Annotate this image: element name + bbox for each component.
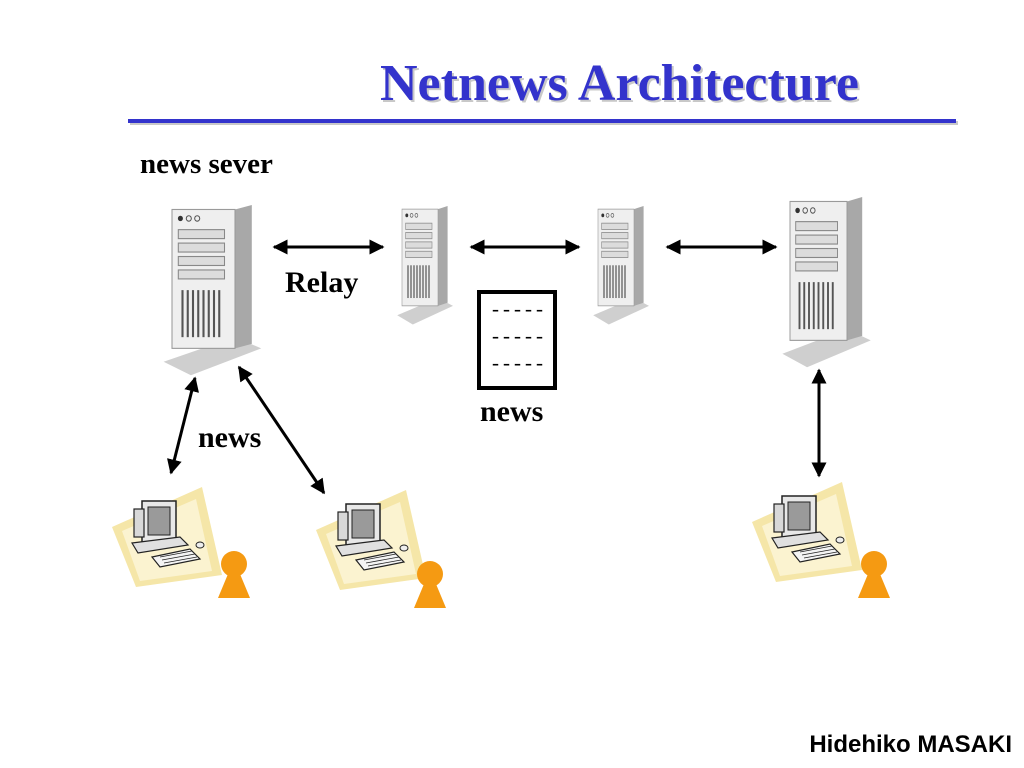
slide-title: Netnews Architecture (380, 55, 859, 112)
news-server-left (162, 203, 263, 377)
relay-server-1 (396, 205, 454, 326)
relay-label: Relay (285, 266, 359, 299)
author-name: Hidehiko MASAKI (809, 731, 1012, 758)
workstation-right (751, 481, 863, 583)
relay-server-2 (592, 205, 650, 326)
news-server-right (781, 195, 872, 369)
client-arrow-middle (237, 365, 326, 495)
workstation-left (111, 486, 223, 588)
user-icon-left (218, 551, 250, 598)
document-line: ----- (489, 354, 545, 377)
document-line: ----- (489, 300, 545, 323)
user-icon-middle (414, 561, 446, 608)
news-document-label: news (480, 395, 544, 428)
title-underline (128, 119, 956, 123)
workstation-middle (315, 489, 427, 591)
news-server-label: news sever (140, 148, 273, 180)
client-arrow-left (167, 376, 199, 475)
document-line: ----- (489, 327, 545, 350)
user-icon-right (858, 551, 890, 598)
news-document: ----- ----- ----- (477, 290, 557, 390)
